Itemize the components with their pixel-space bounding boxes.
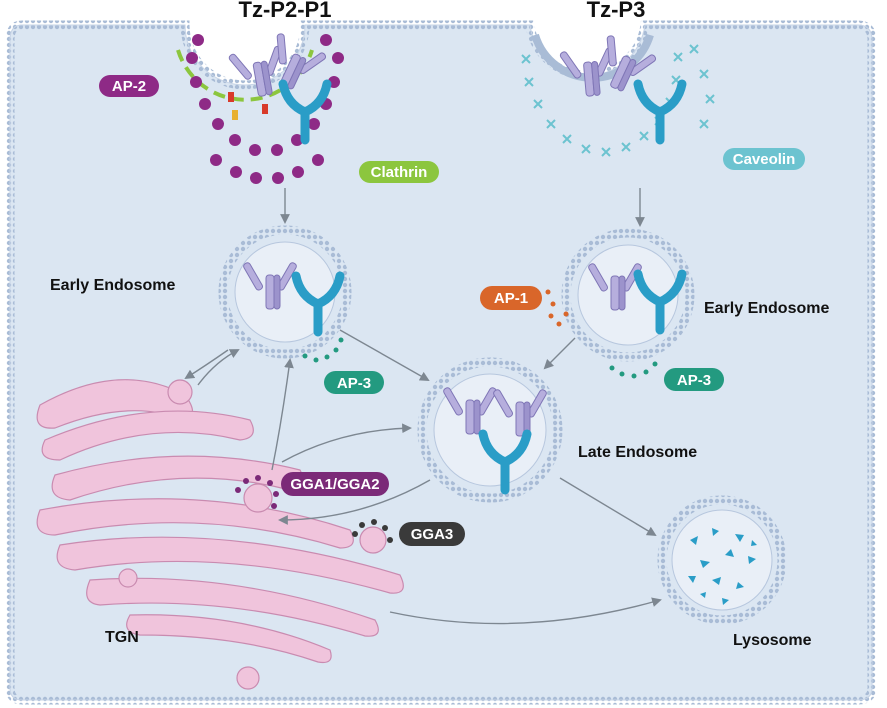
pill-clathrin: Clathrin (359, 161, 439, 183)
svg-text:AP-2: AP-2 (112, 78, 146, 95)
tz-p2-p1-antibody-conjugate (226, 30, 329, 120)
arrow-tgn-to-ee-left-up (271, 358, 294, 471)
pill-caveolin: Caveolin (723, 148, 805, 170)
title-right: Tz-P3 (587, 0, 646, 22)
svg-text:Clathrin: Clathrin (371, 164, 428, 181)
svg-text:AP-1: AP-1 (494, 290, 528, 307)
arrow-le-to-tgn (278, 479, 431, 525)
pill-gga1-gga2: GGA1/GGA2 (281, 472, 389, 496)
label-lysosome: Lysosome (733, 632, 812, 649)
arrow-ee-right-to-le (543, 337, 576, 370)
title-left: Tz-P2-P1 (239, 0, 332, 22)
early-endosome-left (218, 225, 352, 363)
early-endosome-right (545, 228, 695, 379)
label-late-endosome: Late Endosome (578, 444, 697, 461)
pill-gga3: GGA3 (399, 522, 465, 546)
late-endosome (417, 357, 563, 503)
arrow-tgn-to-le (281, 423, 412, 463)
svg-text:AP-3: AP-3 (677, 372, 711, 389)
svg-text:Caveolin: Caveolin (733, 151, 796, 168)
pill-ap3-left: AP-3 (324, 371, 384, 394)
arrow-tgn-to-ee-left (197, 349, 240, 386)
label-tgn: TGN (105, 629, 139, 646)
svg-text:AP-3: AP-3 (337, 375, 371, 392)
gga-coat (235, 475, 393, 543)
arrow-ee-left-to-le (339, 329, 430, 381)
trafficking-arrows (184, 188, 662, 625)
arrow-ee-left-to-tgn (184, 349, 229, 380)
svg-text:GGA3: GGA3 (411, 526, 454, 543)
pill-ap1: AP-1 (480, 286, 542, 310)
svg-text:GGA1/GGA2: GGA1/GGA2 (290, 476, 379, 493)
tgn (36, 379, 404, 690)
arrow-le-to-lysosome (559, 477, 657, 537)
label-early-endosome-left: Early Endosome (50, 277, 175, 294)
pill-ap2: AP-2 (99, 75, 159, 97)
lysosome (657, 495, 787, 625)
arrow-tgn-to-lysosome (389, 597, 662, 625)
pill-ap3-right: AP-3 (664, 368, 724, 391)
label-early-endosome-right: Early Endosome (704, 300, 829, 317)
